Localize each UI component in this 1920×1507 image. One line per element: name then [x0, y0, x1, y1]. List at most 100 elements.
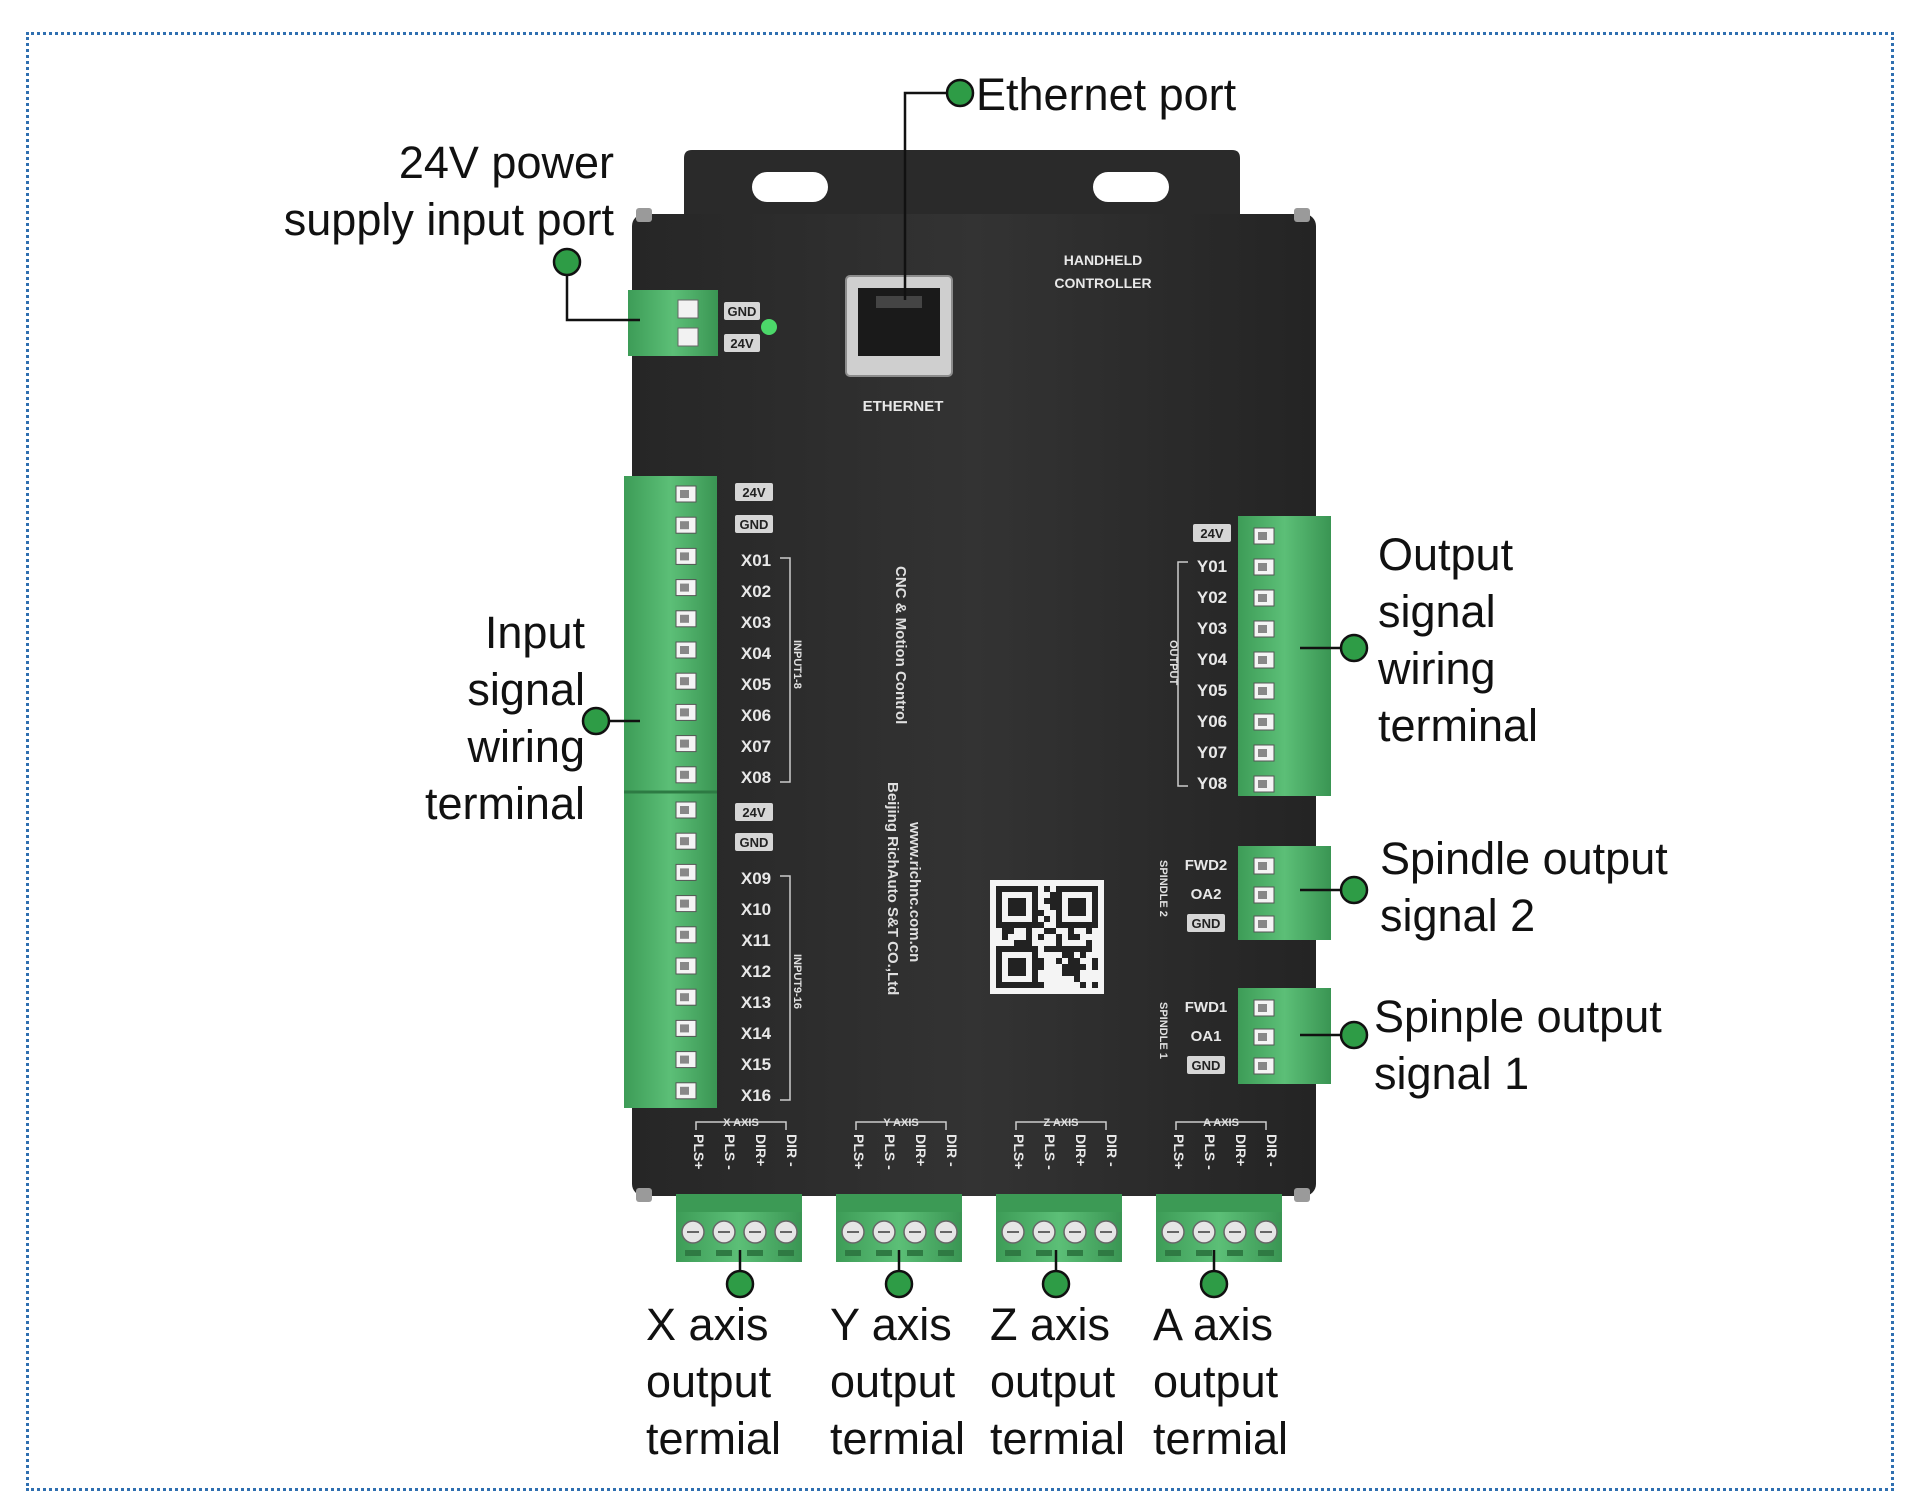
- dotted-frame: [26, 32, 1894, 1491]
- callout-xaxis-line-2: output: [646, 1356, 772, 1407]
- output-label-y3: Y03: [1197, 619, 1227, 638]
- spindle1-label-gnd: GND: [1192, 1058, 1221, 1073]
- input-label-x10: X10: [741, 900, 771, 919]
- input-label-x14: X14: [741, 1024, 772, 1043]
- input-label-x3: X03: [741, 613, 771, 632]
- brand-line-3: Beijing RichAuto S&T CO.,Ltd: [884, 782, 901, 995]
- spindle2-terminal-block[interactable]: [1238, 846, 1331, 940]
- screw-bottom-right: [1294, 1188, 1310, 1202]
- handheld-label-1: HANDHELD: [1064, 252, 1143, 268]
- marker-aaxis: [1199, 1269, 1229, 1299]
- callout-spindle2-line-2: signal 2: [1380, 890, 1536, 941]
- a-axis-pin-label: PLS -: [1202, 1134, 1218, 1170]
- a-axis-pin-label: PLS+: [1171, 1134, 1187, 1169]
- brand-line-1: CNC & Motion Control: [892, 566, 909, 724]
- output-label-y7: Y07: [1197, 743, 1227, 762]
- y-axis-pin-label: DIR+: [913, 1134, 929, 1166]
- callout-yaxis-line-2: output: [830, 1356, 956, 1407]
- callout-spindle1-line-2: signal 1: [1374, 1048, 1530, 1099]
- marker-output: [1339, 633, 1369, 663]
- callout-output-line-2: signal: [1378, 586, 1496, 637]
- input2-label-gnd-box: [735, 833, 773, 851]
- callout-zaxis-line-2: output: [990, 1356, 1116, 1407]
- z-axis-terminal[interactable]: [996, 1194, 1122, 1262]
- marker-xaxis: [725, 1269, 755, 1299]
- callout-aaxis-line-2: output: [1153, 1356, 1279, 1407]
- handheld-label-2: CONTROLLER: [1054, 275, 1151, 291]
- input-label-x9: X09: [741, 869, 771, 888]
- a-axis-group-label: A AXIS: [1203, 1117, 1239, 1129]
- mount-slot-left: [752, 172, 828, 202]
- brand-line-2: www.richnc.com.cn: [906, 821, 923, 962]
- callout-xaxis-line-3: termial: [646, 1413, 782, 1464]
- output-label-24v: 24V: [1200, 526, 1223, 541]
- x-axis-pin-label: DIR+: [753, 1134, 769, 1166]
- callout-input-line-4: terminal: [424, 778, 585, 829]
- input-label-x6: X06: [741, 706, 771, 725]
- callout-zaxis: Z axis output termial: [990, 1296, 1125, 1467]
- spindle1-label-oa1: OA1: [1191, 1028, 1222, 1045]
- input-terminal-block-1[interactable]: [624, 476, 717, 792]
- input-label-x11: X11: [741, 931, 770, 950]
- callout-aaxis-line-3: termial: [1153, 1413, 1289, 1464]
- y-axis-pin-label: PLS -: [882, 1134, 898, 1170]
- input-label-x16: X16: [741, 1086, 771, 1105]
- callout-input-line-2: signal: [467, 664, 585, 715]
- callout-ethernet-line-1: Ethernet port: [976, 69, 1237, 120]
- spindle1-label-fwd1: FWD1: [1185, 999, 1228, 1016]
- qr-code: [990, 880, 1104, 994]
- input2-group-label: INPUT9-16: [791, 954, 803, 1009]
- input-label-x4: X04: [741, 644, 772, 663]
- spindle2-label-gnd-box: [1187, 914, 1225, 932]
- input-label-x8: X08: [741, 768, 771, 787]
- y-axis-pin-label: DIR -: [944, 1134, 960, 1167]
- callout-aaxis: A axis output termial: [1153, 1296, 1288, 1467]
- output-label-y2: Y02: [1197, 588, 1227, 607]
- callout-spindle2: Spindle output signal 2: [1380, 830, 1668, 944]
- output-label-y6: Y06: [1197, 712, 1227, 731]
- power-terminal[interactable]: [628, 290, 718, 356]
- z-axis-pin-label: PLS -: [1042, 1134, 1058, 1170]
- input-terminal-block-2[interactable]: [624, 792, 717, 1108]
- callout-power-line-1: 24V power: [398, 137, 614, 188]
- callout-output-line-4: terminal: [1378, 700, 1539, 751]
- input1-label-24v-box: [735, 483, 773, 501]
- output-terminal-block[interactable]: [1238, 516, 1331, 796]
- callout-spindle2-line-1: Spindle output: [1380, 833, 1668, 884]
- z-axis-group-label: Z AXIS: [1043, 1117, 1078, 1129]
- power-led: [761, 319, 777, 335]
- z-axis-pin-label: PLS+: [1011, 1134, 1027, 1169]
- marker-input: [581, 706, 611, 736]
- input1-label-gnd: GND: [740, 517, 769, 532]
- output-label-y4: Y04: [1197, 650, 1228, 669]
- marker-zaxis: [1041, 1269, 1071, 1299]
- spindle2-label-gnd: GND: [1192, 916, 1221, 931]
- callout-markers: [552, 78, 1369, 1299]
- input1-group-label: INPUT1-8: [791, 640, 803, 689]
- callout-zaxis-line-3: termial: [990, 1413, 1126, 1464]
- z-axis-pin-label: DIR+: [1073, 1134, 1089, 1166]
- a-axis-terminal[interactable]: [1156, 1194, 1282, 1262]
- output-label-y1: Y01: [1197, 557, 1227, 576]
- controller-body: [632, 214, 1316, 1196]
- y-axis-group-label: Y AXIS: [883, 1117, 918, 1129]
- input1-label-gnd-box: [735, 515, 773, 533]
- input-label-x5: X05: [741, 675, 771, 694]
- a-axis-pin-label: DIR+: [1233, 1134, 1249, 1166]
- callout-yaxis-line-3: termial: [830, 1413, 966, 1464]
- callout-input-line-3: wiring: [467, 721, 585, 772]
- a-axis-pin-label: DIR -: [1264, 1134, 1280, 1167]
- z-axis-pin-label: DIR -: [1104, 1134, 1120, 1167]
- spindle2-group-label: SPINDLE 2: [1157, 860, 1169, 917]
- input-label-x2: X02: [741, 582, 771, 601]
- callout-xaxis: X axis output termial: [646, 1296, 781, 1467]
- y-axis-terminal[interactable]: [836, 1194, 962, 1262]
- input-label-x7: X07: [741, 737, 771, 756]
- x-axis-pin-label: PLS+: [691, 1134, 707, 1169]
- input2-label-24v-box: [735, 803, 773, 821]
- output-group-label: OUTPUT: [1167, 640, 1179, 686]
- screw-top-left: [636, 208, 652, 222]
- output-label-y5: Y05: [1197, 681, 1227, 700]
- ethernet-label: ETHERNET: [863, 398, 944, 415]
- input-label-x13: X13: [741, 993, 771, 1012]
